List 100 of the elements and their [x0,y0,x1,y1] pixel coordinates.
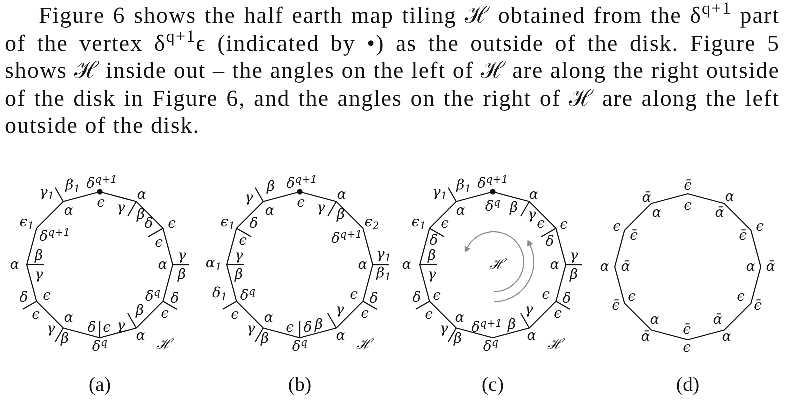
angle-label: γ [244,191,254,205]
angle-label: δ$^{q+1}$ [472,317,502,335]
angle-label: ϵ̄ [754,299,762,313]
angle-label: α [64,204,74,218]
angle-label: β [260,332,270,346]
angle-label: ϵ [239,234,247,248]
angle-label: ϵ [542,288,550,302]
subfigure-caption: (a) [88,373,112,397]
angle-label: α [600,260,610,274]
subfigure-caption: (b) [288,373,312,397]
angle-label: γ [428,268,436,282]
angle-label: δ$^{q}$ [483,336,499,354]
angle-label: δ [412,291,422,305]
paragraph: Figure 6 shows the half earth map tiling ℋ obtained from the δ$^{q+1}$ part of the vertex δ$^{q+1}$ϵ (indicated by •) as the outside of the disk. Figure 5 shows ℋ inside out – the angles on the left of ℋ are along the right outside of the disk in Figure 6, and the angles on the right of ℋ are along the left outside of the disk. [5,2,780,140]
angle-label: ᾱ [713,313,723,327]
angle-label: α [650,313,660,327]
angle-label: ϵ [297,196,305,210]
angle-label: β [510,201,518,215]
angle-label: β [136,304,144,318]
angle-label: ϵ [231,308,239,322]
angle-label: α [358,258,368,272]
angle-label: β [570,268,578,282]
angle-label: β [314,318,324,332]
angle-label: α [550,258,560,272]
angle-label: ᾱ [641,330,651,344]
angle-label: γ [46,322,56,336]
angle-label: α [10,258,20,272]
angle-label: δ [430,234,438,248]
angle-label: γ [570,249,578,263]
angle-label: γ$_{1}$ [376,248,392,264]
angle-label: β [266,180,276,194]
angle-label: ϵ [361,307,369,321]
angle-label: β$_{1}$ [376,266,392,284]
angle-label: ϵ [32,308,40,322]
angle-label: γ [246,322,256,336]
angle-label: ϵ$_{1}$ [220,216,236,232]
angle-label: ϵ [350,288,358,302]
tiling-name-label: ℋ [356,338,372,352]
angle-label: ϵ [168,217,176,231]
angle-label: ᾱ [642,191,652,205]
angle-label: γ [116,201,126,215]
angle-label: ϵ [155,236,163,250]
angle-label: ᾱ [715,206,725,220]
angle-label: δ [250,217,258,231]
angle-label: ϵ [103,321,111,335]
angle-label: ᾱ [766,260,776,274]
angle-label: α [136,329,146,343]
angle-label: ϵ̄ [739,229,747,243]
angle-label: ϵ$_{2}$ [364,216,380,232]
angle-label: δ [304,321,312,335]
angle-label: α [529,188,539,202]
angle-label: ϵ [737,290,745,304]
angle-label: δ [370,292,378,306]
angle-label: δ$^{q}$ [145,286,161,304]
angle-label: ϵ̄ [683,323,691,337]
angle-label: δ [170,292,180,306]
angle-label: ϵ$_{1}$ [412,216,426,232]
angle-label: δ$_{1}$ [212,286,228,304]
angle-label: ϵ [425,308,433,322]
angle-label: γ [528,208,536,222]
angle-label: ϵ [161,307,169,321]
angle-label: α [402,258,412,272]
angle-label: ϵ [43,289,51,303]
angle-label: δ$^{q+1}$ [332,228,362,246]
angle-label: α [64,311,74,325]
angle-label: ϵ [613,220,621,234]
angle-label: α [264,311,274,325]
angle-label: β [136,208,146,222]
subfigure-caption: (d) [676,373,700,397]
angle-label: γ [524,303,534,317]
angle-label: β [178,268,186,282]
subfigure-caption: (c) [482,373,504,397]
angle-label: β [60,332,70,346]
angle-label: δ [88,321,96,335]
angle-label: γ [316,201,326,215]
angle-label: δ [20,291,28,305]
angle-label: δ [562,292,572,306]
angle-label: γ [178,249,186,263]
angle-label: ϵ [97,196,105,210]
angle-label: ϵ [554,307,562,321]
angle-label: ϵ [286,321,294,335]
angle-label: α [336,329,346,343]
angle-label: ϵ̄ [684,179,692,193]
angle-label: γ [336,303,344,317]
angle-label: β [34,249,44,263]
angle-label: δ$^{q+1}$ [86,173,118,191]
angle-label: α [527,329,537,343]
angle-label: δ$^{q+1}$ [478,173,508,191]
angle-label: β [336,208,346,222]
tiling-name-label: ℋ [490,258,504,272]
angle-label: ϵ [537,217,545,231]
tiling-name-label: ℋ [156,338,172,352]
angle-label: β [508,318,516,332]
angle-label: β [428,249,436,263]
angle-label: δ$^{q}$ [240,285,256,303]
angle-label: ϵ [628,290,636,304]
angle-label: α [158,258,168,272]
angle-label: δ$^{q+1}$ [40,226,70,244]
angle-label: α [265,204,275,218]
angle-label: ϵ$_{1}$ [20,216,34,232]
